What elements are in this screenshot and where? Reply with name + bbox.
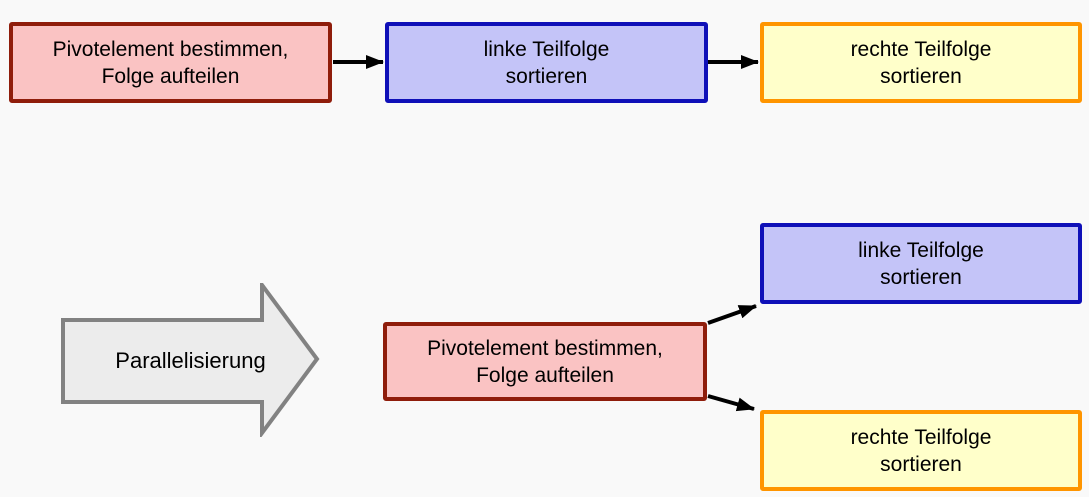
node-label-line: Folge aufteilen (476, 363, 614, 387)
node-label-line: sortieren (505, 64, 588, 88)
node-label-line: Pivotelement bestimmen, (52, 37, 289, 61)
node-pivot-parallel: Pivotelement bestimmen, Folge aufteilen (383, 322, 707, 401)
node-label-line: Pivotelement bestimmen, (427, 336, 663, 360)
node-label-line: linke Teilfolge (483, 37, 610, 61)
node-label-line: sortieren (880, 452, 962, 476)
node-left-subsequence-parallel: linke Teilfolge sortieren (760, 223, 1082, 304)
block-arrow-shape (61, 283, 320, 437)
node-label-line: linke Teilfolge (858, 238, 984, 262)
node-pivot-sequential: Pivotelement bestimmen, Folge aufteilen (9, 22, 332, 103)
node-label-line: Folge aufteilen (101, 64, 240, 88)
node-right-subsequence-parallel: rechte Teilfolge sortieren (760, 410, 1082, 491)
parallelization-block-arrow (61, 283, 320, 437)
node-label-line: rechte Teilfolge (850, 425, 992, 449)
arrow-pivot-to-left-parallel (707, 304, 757, 325)
parallelization-label: Parallelisierung (115, 348, 266, 373)
node-label-line: rechte Teilfolge (850, 37, 992, 61)
arrow-pivot-to-right-parallel (707, 394, 755, 412)
node-left-subsequence-sequential: linke Teilfolge sortieren (385, 22, 708, 103)
node-label-line: sortieren (880, 265, 962, 289)
node-label-line: sortieren (880, 64, 962, 88)
node-right-subsequence-sequential: rechte Teilfolge sortieren (760, 22, 1082, 103)
